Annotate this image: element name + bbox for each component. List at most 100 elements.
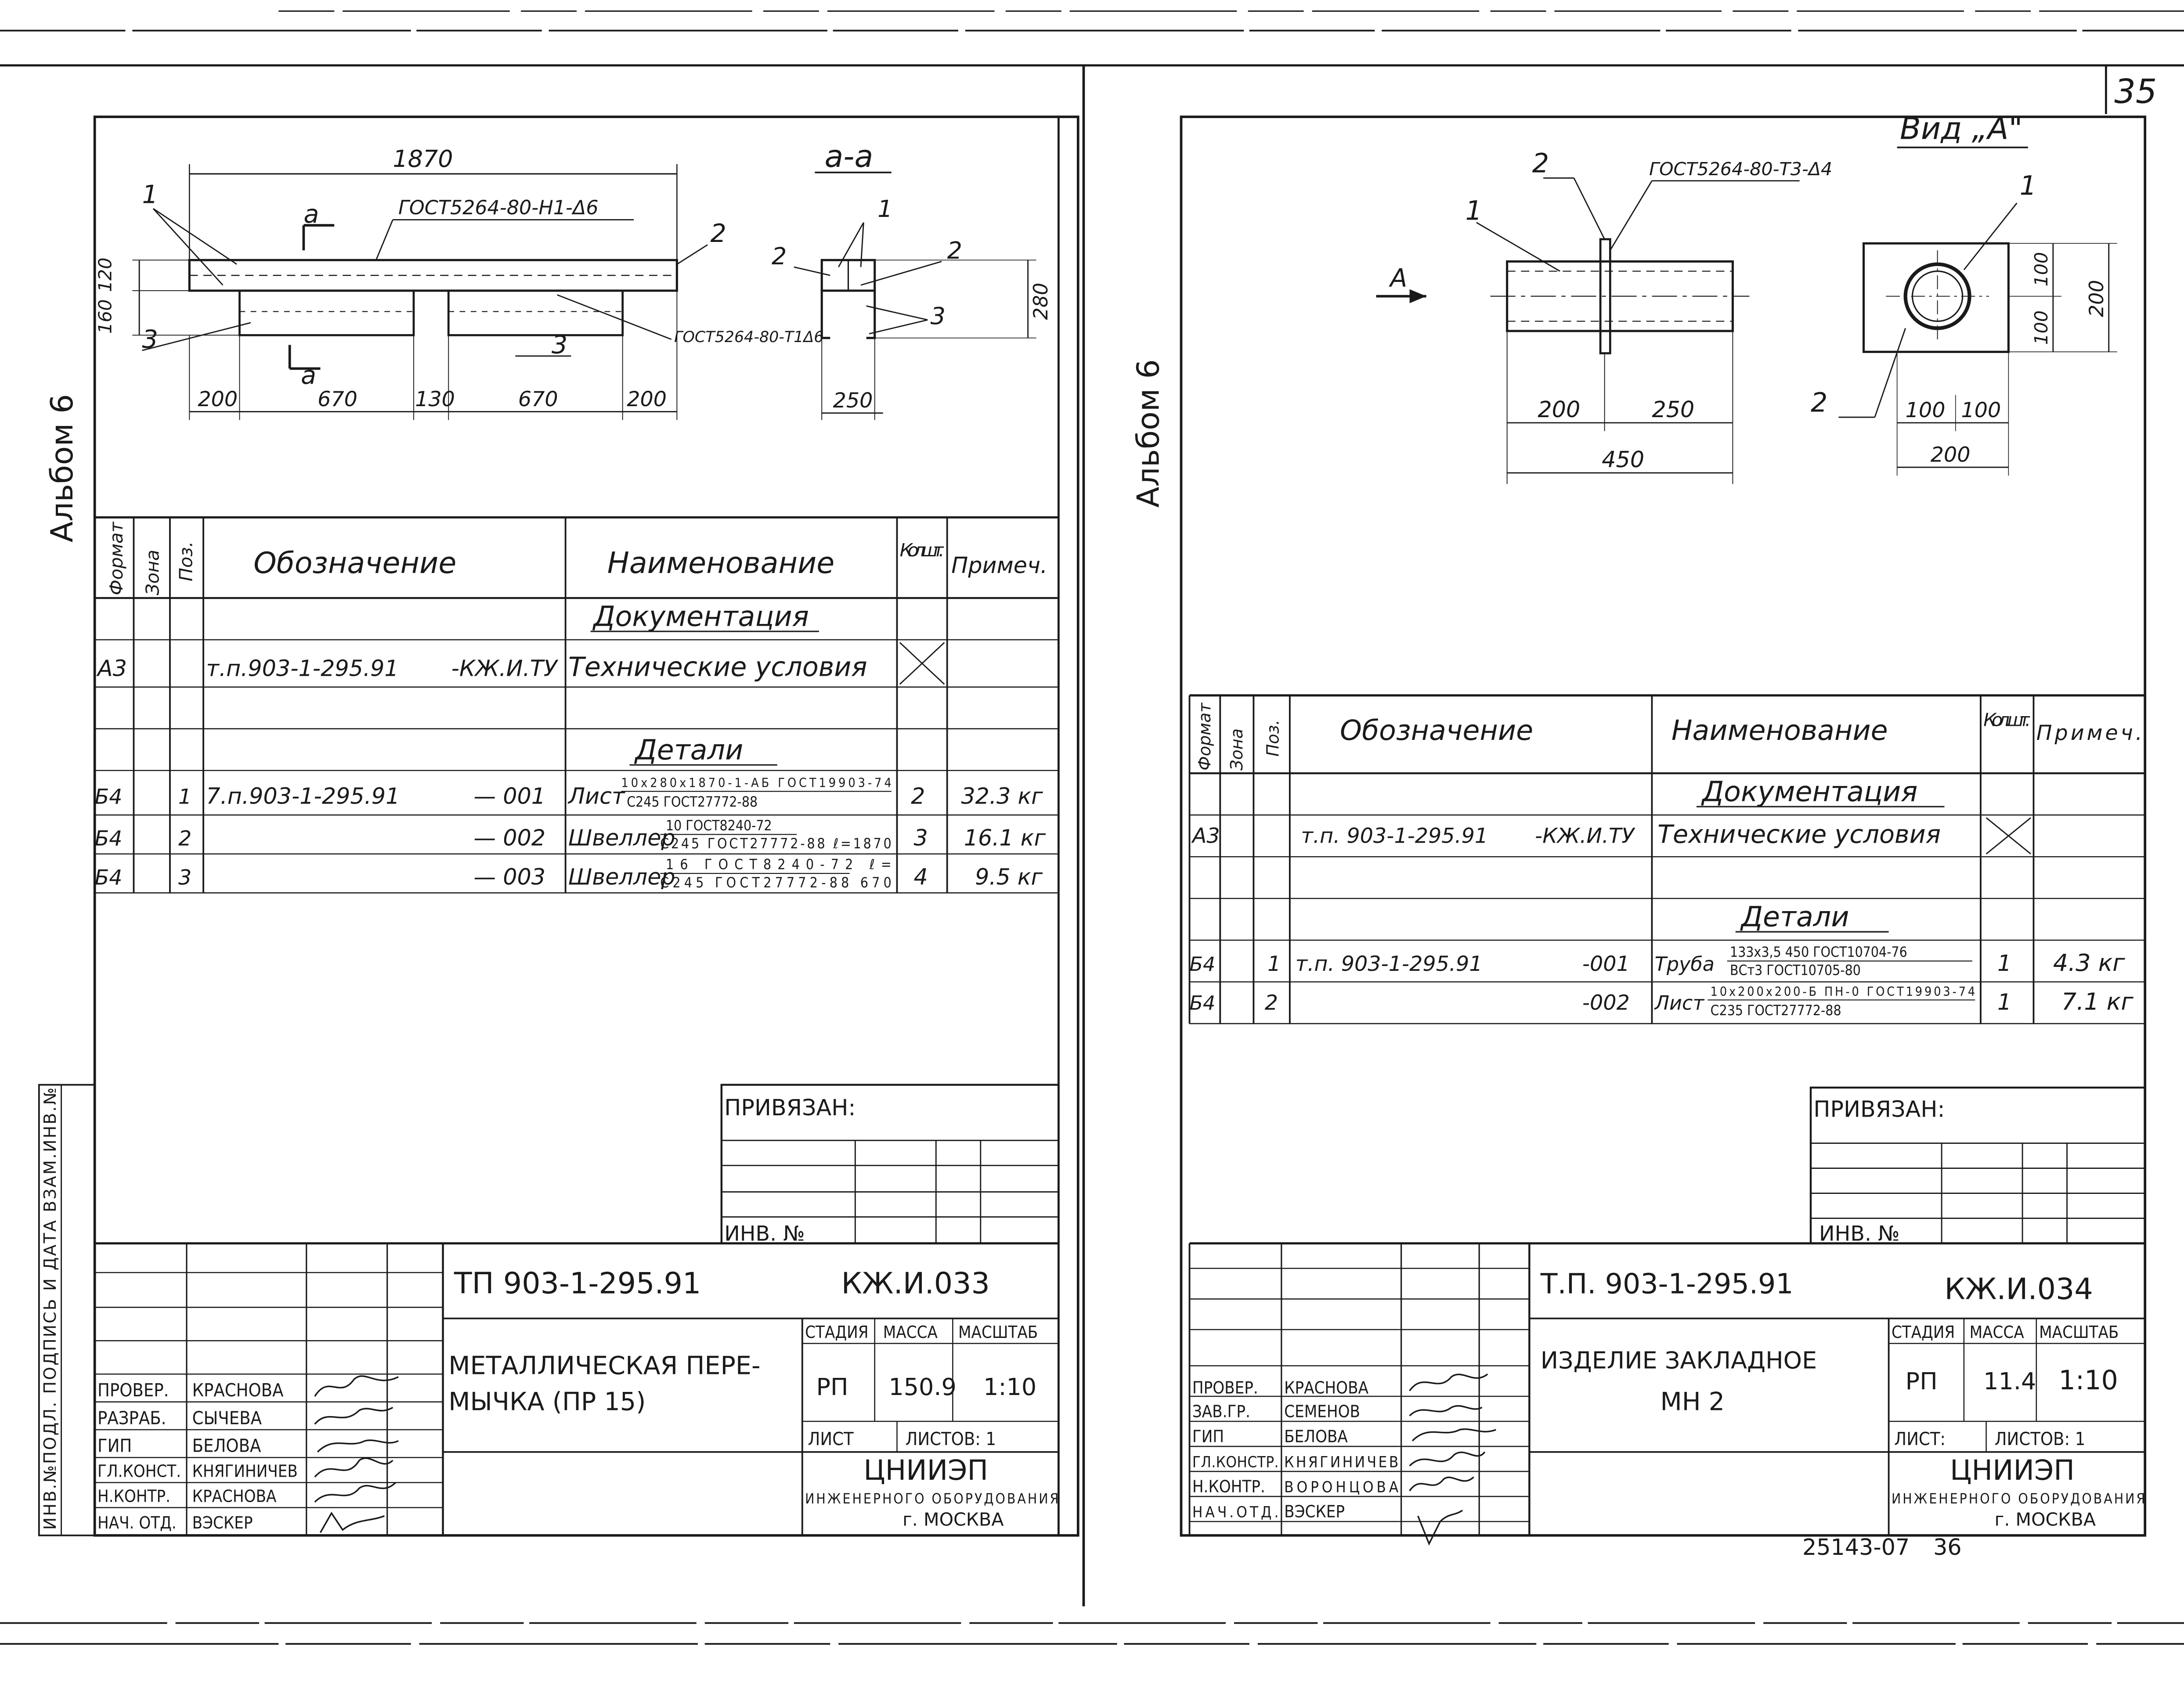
- tb-role-2: РАЗРАБ.: [97, 1407, 166, 1428]
- r-signature-marks: [1409, 1373, 1496, 1546]
- section-mark-bottom: а: [301, 361, 316, 390]
- dim-v-100a: 100: [2031, 252, 2052, 287]
- r-doc-name: Технические условия: [1657, 820, 1941, 849]
- right-title-block: Т.П. 903-1-295.91 КЖ.И.034 ИЗДЕЛИЕ ЗАКЛА…: [1188, 1242, 2145, 1546]
- r-tb-name-4: КНЯГИНИЧЕВ: [1284, 1454, 1398, 1471]
- r-tb-name-2: СЕМЕНОВ: [1284, 1402, 1360, 1421]
- section-mark-top: а: [303, 200, 319, 229]
- r-tb-sheet: ЛИСТ:: [1894, 1428, 1946, 1449]
- tb-name-2: СЫЧЕВА: [192, 1407, 262, 1428]
- callout-3b: 3: [552, 331, 567, 360]
- section-callout-2a: 2: [772, 242, 787, 270]
- row1-designation: 7.п.903-1-295.91: [206, 783, 400, 809]
- dim-r-200: 200: [1538, 397, 1580, 422]
- r-row1-suffix: -001: [1582, 952, 1630, 976]
- right-callout-1: 1: [1465, 195, 1482, 226]
- r-row1-qty: 1: [1997, 950, 2011, 976]
- row3-name: Швеллер: [568, 864, 675, 890]
- left-elevation-view: а а 1870 ГОСТ5264-80-Н1-Δ6 1 2 3 3 ГОСТ5…: [95, 145, 823, 420]
- dim-v-200: 200: [2086, 280, 2108, 317]
- view-a-title: Вид „А": [1900, 111, 2023, 147]
- row3-name-top: 16 ГОСТ8240-72 ℓ=: [666, 857, 892, 873]
- r-tb-role-2: ЗАВ.ГР.: [1192, 1402, 1250, 1421]
- row1-name: Лист: [567, 783, 625, 809]
- hdr-format: Формат: [106, 522, 127, 595]
- r-hdr-designation: Обозначение: [1340, 714, 1533, 746]
- r-tb-org2: ИНЖЕНЕРНОГО ОБОРУДОВАНИЯ: [1892, 1491, 2145, 1507]
- tb-mass: 150.9: [888, 1373, 956, 1401]
- weld-label-top: ГОСТ5264-80-Н1-Δ6: [398, 197, 599, 219]
- dim-h-200: 200: [1931, 443, 1971, 467]
- tb-stage: РП: [816, 1373, 848, 1401]
- hdr-pos: Поз.: [176, 541, 197, 581]
- row1-qty: 2: [911, 783, 925, 809]
- row2-pos: 2: [178, 827, 191, 851]
- right-weld-label: ГОСТ5264-80-Т3-Δ4: [1649, 159, 1832, 180]
- left-title-block: ТП 903-1-295.91 КЖ.И.033 МЕТАЛЛИЧЕСКАЯ П…: [94, 1242, 1059, 1536]
- r-tb-code: КЖ.И.034: [1944, 1272, 2093, 1306]
- hdr-name: Наименование: [607, 546, 834, 580]
- dim-200-right: 200: [627, 387, 667, 411]
- r-tb-name-5: ВОРОНЦОВА: [1284, 1479, 1399, 1496]
- tb-role-1: ПРОВЕР.: [97, 1380, 169, 1401]
- row3-format: Б4: [95, 865, 123, 890]
- r-tb-city: г. МОСКВА: [1995, 1509, 2096, 1530]
- section-callout-1: 1: [877, 195, 892, 223]
- r-tb-name-1: КРАСНОВА: [1284, 1378, 1368, 1398]
- side-stamp-text: ИНВ.№ПОДЛ. ПОДПИСЬ И ДАТА ВЗАМ.ИНВ.№: [40, 1088, 60, 1530]
- inv-no-label: ИНВ. №: [724, 1222, 805, 1246]
- tb-role-6: НАЧ. ОТД.: [97, 1513, 177, 1532]
- row3-pos: 3: [178, 865, 191, 890]
- r-row2-name: Лист: [1654, 992, 1705, 1015]
- r-hdr-qty: Кол. шт.: [1983, 709, 2031, 730]
- tb-city: г. МОСКВА: [902, 1509, 1004, 1530]
- signature-marks: [314, 1375, 399, 1533]
- r-hdr-note: Примеч.: [2036, 721, 2142, 745]
- row2-format: Б4: [95, 827, 123, 851]
- hdr-note: Примеч.: [951, 552, 1047, 578]
- r-privyazan-label: ПРИВЯЗАН:: [1813, 1096, 1945, 1122]
- r-doc-format: А3: [1191, 824, 1220, 848]
- right-elevation-view: А 1 2 ГОСТ5264-80-Т3-Δ4 200 250 450: [1376, 148, 1832, 484]
- dim-120: 120: [95, 258, 116, 292]
- r-spec-row-2: Б4 2 -002 Лист 10х200х200-Б ПН-0 ГОСТ199…: [1190, 984, 2134, 1019]
- doc-format: А3: [96, 655, 127, 681]
- r-section-parts: Детали: [1740, 900, 1849, 933]
- r-tb-name-3: БЕЛОВА: [1284, 1427, 1348, 1446]
- dim-h-100a: 100: [1906, 398, 1946, 422]
- r-row2-note: 7.1 кг: [2061, 988, 2133, 1016]
- dim-280: 280: [1030, 283, 1052, 320]
- privyazan-label: ПРИВЯЗАН:: [724, 1095, 856, 1121]
- r-inv-no-label: ИНВ. №: [1819, 1222, 1900, 1246]
- dim-670-right: 670: [518, 387, 558, 411]
- tb-scale-hdr: МАСШТАБ: [958, 1323, 1038, 1342]
- r-row2-pos: 2: [1265, 991, 1278, 1015]
- spec-row-1: Б4 1 7.п.903-1-295.91 — 001 Лист 10х280х…: [95, 776, 1043, 810]
- doc-suffix: -КЖ.И.ТУ: [451, 655, 559, 681]
- r-tb-mass: 11.4: [1983, 1367, 2036, 1395]
- r-hdr-pos: Поз.: [1263, 720, 1282, 757]
- tb-name-3: БЕЛОВА: [192, 1435, 261, 1456]
- r-tb-role-5: Н.КОНТР.: [1192, 1477, 1265, 1496]
- view-callout-2: 2: [1811, 388, 1827, 418]
- r-doc-designation: т.п. 903-1-295.91: [1301, 824, 1488, 848]
- tb-code: КЖ.И.033: [841, 1266, 990, 1301]
- dim-1870: 1870: [393, 145, 453, 173]
- doc-name: Технические условия: [568, 652, 867, 682]
- arrow-a-label: А: [1388, 264, 1407, 293]
- right-view-a: Вид „А" 1 2 100 100 200: [1811, 111, 2117, 476]
- r-row1-format: Б4: [1190, 953, 1216, 976]
- r-tb-title-l2: МН 2: [1660, 1388, 1725, 1417]
- row2-name: Швеллер: [568, 825, 675, 851]
- tb-title-l1: МЕТАЛЛИЧЕСКАЯ ПЕРЕ-: [448, 1351, 760, 1380]
- row3-qty: 4: [914, 864, 928, 890]
- r-tb-title-l1: ИЗДЕЛИЕ ЗАКЛАДНОЕ: [1541, 1347, 1817, 1374]
- right-binding-box: ПРИВЯЗАН: ИНВ. №: [1809, 1086, 2146, 1246]
- r-tb-role-4: ГЛ.КОНСТР.: [1192, 1454, 1279, 1471]
- spec-row-2: Б4 2 — 002 Швеллер 10 ГОСТ8240-72 С245 Г…: [95, 818, 1046, 852]
- r-spec-row-1: Б4 1 т.п. 903-1-295.91 -001 Труба 133х3,…: [1190, 944, 2126, 978]
- r-hdr-name: Наименование: [1671, 714, 1888, 746]
- r-hdr-format: Формат: [1195, 702, 1214, 771]
- row2-name-bot: С245 ГОСТ27772-88 ℓ=1870: [660, 836, 891, 852]
- r-row1-name-bot: ВСт3 ГОСТ10705-80: [1730, 962, 1861, 978]
